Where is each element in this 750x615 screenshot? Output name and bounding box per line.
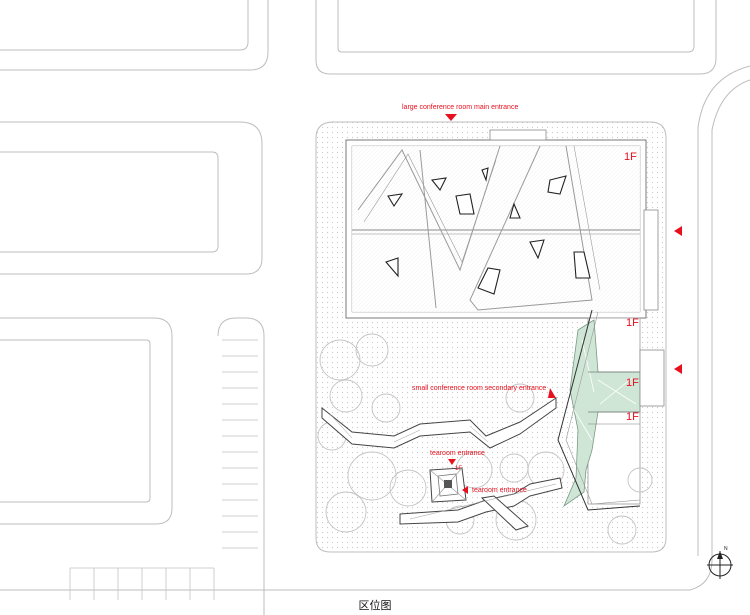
walkway-north [321,397,557,449]
tearoom-arrow-b-icon [462,486,468,494]
plan-caption: 区位图 [358,599,392,612]
folded-wall-d [469,145,593,311]
main-entrance-arrow-icon [445,114,457,121]
floor-mark-top-right: 1F [624,151,637,163]
block-top-right-outer [315,0,717,75]
label-tearoom-entrance-a: tearoom entrance [430,450,485,457]
folded-wall-c [419,149,437,309]
block-mid-left-outer [0,121,263,275]
east-annex [557,309,665,511]
block-low-left-inner [0,339,151,503]
block-top-right-inner [337,0,695,53]
parking-bays [69,339,258,600]
label-tearoom-entrance-b: tearoom entrance [472,487,527,494]
main-entrance-canopy [489,129,547,141]
walkways [321,397,563,531]
entrance-markers [445,114,682,494]
block-mid-left-inner [0,151,219,253]
parking-strip [217,317,265,615]
large-conference-building [345,129,659,319]
secondary-entrance-arrow-icon [548,388,556,398]
east-entrance-arrow-lower-icon [674,364,682,374]
floor-mark-side-lower: 1F [626,411,639,423]
tearoom-pavilion [429,467,467,503]
block-top-left-outer [0,0,269,71]
floor-mark-side-upper: 1F [626,317,639,329]
folded-wall-b [363,153,497,263]
skylights [385,167,591,295]
floor-mark-side-middle: 1F [626,377,639,389]
block-top-left-inner [0,0,249,51]
block-low-left-outer [0,317,173,525]
road-right [0,79,750,591]
east-entrance-arrow-upper-icon [674,226,682,236]
north-arrow-letter: N [724,546,728,552]
tearoom-arrow-a-icon [448,459,456,465]
north-arrow-icon: N [707,546,733,579]
floor-mark-tearoom: 1F [455,466,463,472]
label-large-main-entrance: large conference room main entrance [402,104,519,111]
label-small-secondary-entrance: small conference room secondary entrance [412,385,547,392]
road-right-inner [697,65,750,556]
folded-wall-e [573,145,601,291]
